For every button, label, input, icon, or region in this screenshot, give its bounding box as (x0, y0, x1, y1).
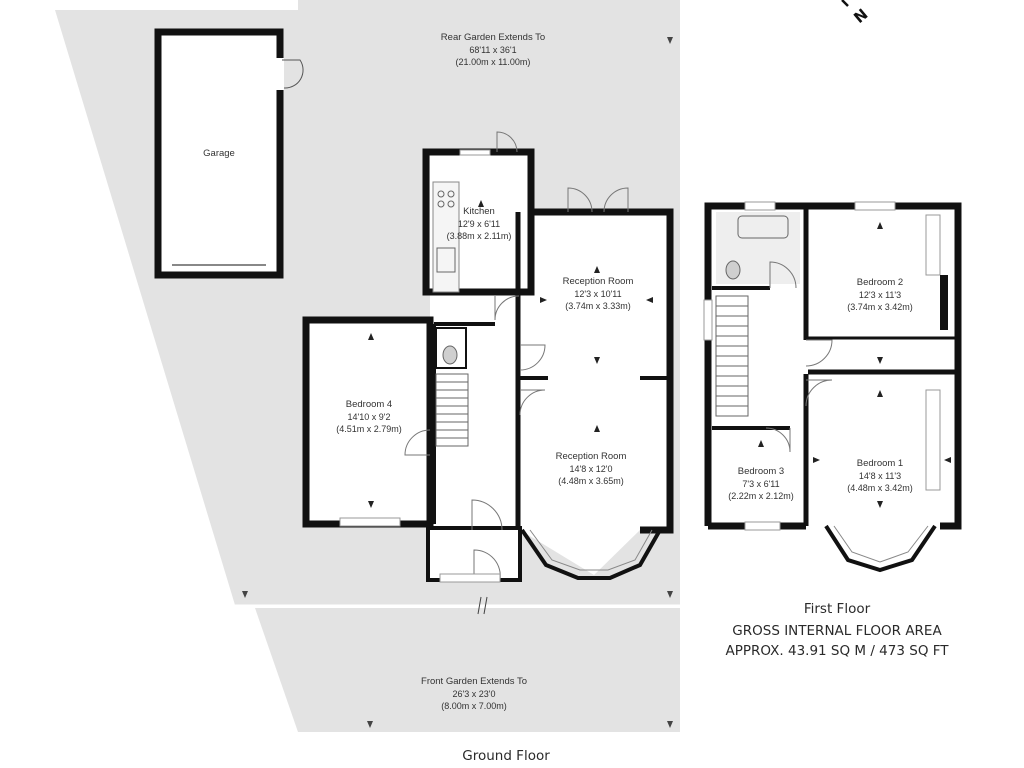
bedroom-4-dim-ft: 14'10 x 9'2 (347, 412, 391, 422)
label-bedroom-1: Bedroom 1 14'8 x 11'3 (4.48m x 3.42m) (847, 458, 913, 494)
label-reception-room-2: Reception Room 14'8 x 12'0 (4.48m x 3.65… (556, 451, 627, 487)
bedroom-1-name: Bedroom 1 (856, 458, 904, 469)
garage-walls (154, 28, 304, 279)
rear-garden-dim-m: (21.00m x 11.00m) (455, 57, 531, 67)
label-reception-room-1: Reception Room 12'3 x 10'11 (3.74m x 3.3… (563, 276, 634, 312)
label-rear-garden: Rear Garden Extends To 68'11 x 36'1 (21.… (441, 32, 545, 68)
kitchen-dim-ft: 12'9 x 6'11 (457, 219, 501, 229)
front-garden-dim-ft: 26'3 x 23'0 (452, 689, 496, 699)
bedroom-2-name: Bedroom 2 (856, 277, 904, 288)
rear-garden-name: Rear Garden Extends To (440, 32, 546, 43)
label-bedroom-3: Bedroom 3 7'3 x 6'11 (2.22m x 2.12m) (728, 466, 794, 502)
floor-area-caption: GROSS INTERNAL FLOOR AREA APPROX. 43.91 … (725, 621, 948, 661)
reception-room-2-dim-m: (4.48m x 3.65m) (558, 476, 624, 486)
front-garden-dim-m: (8.00m x 7.00m) (441, 701, 507, 711)
reception-room-2-name: Reception Room (555, 451, 627, 462)
bedroom-2-dim-ft: 12'3 x 11'3 (858, 290, 902, 300)
first-floor-walls (703, 201, 962, 573)
kitchen-dim-m: (3.88m x 2.11m) (446, 231, 512, 241)
kitchen-name: Kitchen (463, 206, 495, 217)
bedroom-3-dim-m: (2.22m x 2.12m) (728, 491, 794, 501)
bedroom-3-name: Bedroom 3 (737, 466, 785, 477)
bedroom-4-dim-m: (4.51m x 2.79m) (336, 424, 402, 434)
floor-area-title: GROSS INTERNAL FLOOR AREA (732, 623, 942, 639)
label-kitchen: Kitchen 12'9 x 6'11 (3.88m x 2.11m) (447, 206, 512, 242)
floor-area-value: APPROX. 43.91 SQ M / 473 SQ FT (725, 643, 949, 659)
bedroom-1-dim-ft: 14'8 x 11'3 (858, 471, 902, 481)
garage-name: Garage (203, 148, 235, 159)
bedroom-3-dim-ft: 7'3 x 6'11 (742, 479, 780, 489)
label-bedroom-2: Bedroom 2 12'3 x 11'3 (3.74m x 3.42m) (847, 277, 913, 313)
reception-room-1-name: Reception Room (562, 276, 634, 287)
label-front-garden: Front Garden Extends To 26'3 x 23'0 (8.0… (421, 676, 527, 712)
front-garden-name: Front Garden Extends To (421, 676, 527, 687)
label-garage: Garage (203, 148, 235, 160)
ground-floor-walls (302, 131, 674, 583)
bedroom-1-dim-m: (4.48m x 3.42m) (847, 483, 913, 493)
reception-room-1-dim-ft: 12'3 x 10'11 (574, 289, 622, 299)
ground-floor-caption: Ground Floor (462, 748, 550, 764)
reception-room-2-dim-ft: 14'8 x 12'0 (569, 464, 613, 474)
compass-letter: N (850, 5, 868, 27)
bedroom-4-name: Bedroom 4 (345, 399, 393, 410)
front-garden-area (255, 608, 680, 732)
label-bedroom-4: Bedroom 4 14'10 x 9'2 (4.51m x 2.79m) (336, 399, 402, 435)
bedroom-2-dim-m: (3.74m x 3.42m) (847, 302, 913, 312)
reception-room-1-dim-m: (3.74m x 3.33m) (565, 301, 631, 311)
north-compass-icon: N (841, 0, 868, 27)
first-floor-caption: First Floor (803, 601, 871, 617)
rear-garden-dim-ft: 68'11 x 36'1 (469, 45, 517, 55)
